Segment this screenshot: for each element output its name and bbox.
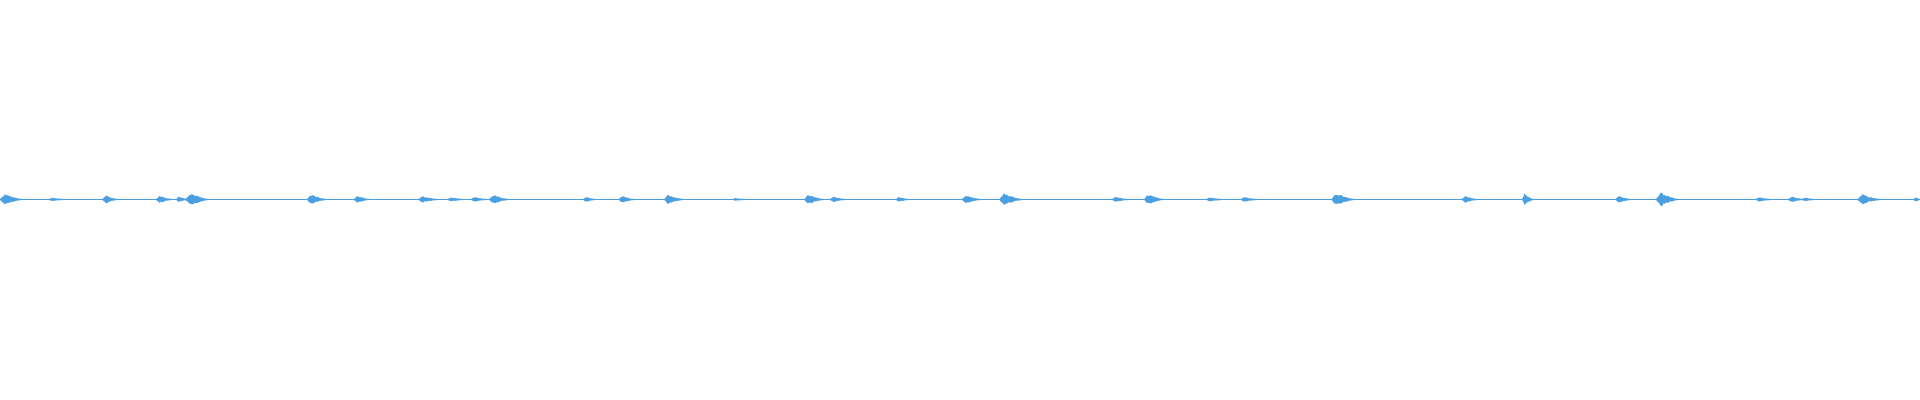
waveform-burst [1331, 194, 1355, 204]
waveform-burst [1788, 196, 1804, 202]
waveform-burst [1522, 193, 1534, 206]
waveform-burst [48, 197, 65, 201]
waveform-burst [1857, 194, 1881, 205]
waveform-burst [1913, 197, 1920, 202]
waveform-burst [896, 197, 908, 202]
waveform-burst [1206, 197, 1222, 202]
waveform-burst [1112, 197, 1128, 202]
waveform-burst [999, 193, 1023, 205]
waveform-burst [664, 194, 684, 204]
waveform-burst [583, 197, 595, 202]
waveform-burst [619, 196, 635, 203]
waveform-burst [961, 195, 982, 204]
waveform-burst [176, 196, 188, 203]
waveform-burst [354, 196, 370, 203]
waveform-burst [0, 194, 23, 205]
waveform-burst [185, 194, 209, 205]
waveform-bursts [0, 192, 1920, 207]
waveform-burst [307, 195, 327, 204]
waveform-burst [1461, 195, 1478, 204]
waveform-burst [418, 196, 438, 203]
waveform-burst [448, 197, 464, 202]
waveform-burst [1656, 192, 1680, 207]
waveform-burst [1144, 195, 1164, 204]
waveform-burst [102, 195, 118, 204]
waveform-burst [830, 196, 846, 203]
waveform-burst [733, 198, 745, 201]
waveform-burst [1802, 197, 1814, 201]
waveform-burst [1615, 196, 1631, 203]
waveform-burst [1241, 197, 1257, 202]
waveform-burst [156, 195, 172, 204]
waveform-burst [471, 197, 487, 202]
waveform-burst [489, 195, 509, 204]
waveform-burst [1755, 197, 1771, 202]
waveform-burst [804, 194, 824, 204]
